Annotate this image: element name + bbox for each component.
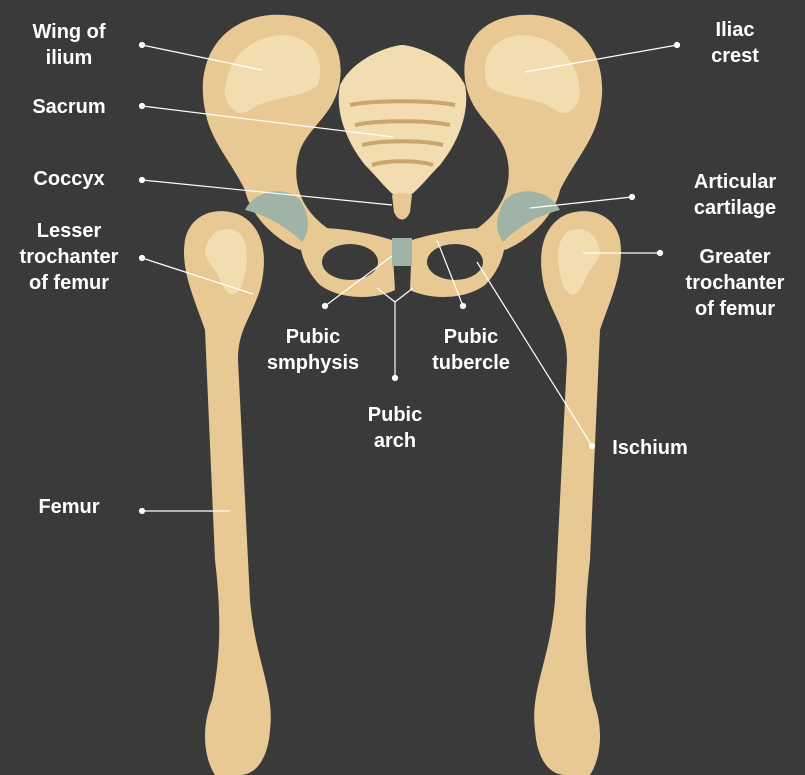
greater-trochanter-dot (658, 251, 663, 256)
label-wing-of-ilium: Wing of ilium (10, 19, 128, 71)
pubic-symphysis-dot (323, 304, 328, 309)
label-pubic-symphysis: Pubic smphysis (252, 324, 374, 376)
right-obturator-foramen (427, 244, 483, 280)
label-coccyx: Coccyx (10, 166, 128, 192)
femur-dot (140, 509, 145, 514)
pubic-symphysis-cartilage (392, 238, 412, 266)
iliac-crest-dot (675, 43, 680, 48)
label-sacrum: Sacrum (10, 94, 128, 120)
label-articular-cartilage: Articular cartilage (670, 169, 800, 221)
label-greater-trochanter: Greater trochanter of femur (668, 244, 802, 322)
coccyx-dot (140, 178, 145, 183)
pubic-tubercle-dot (461, 304, 466, 309)
label-femur: Femur (10, 494, 128, 520)
left-femur (184, 211, 271, 775)
coccyx (392, 193, 412, 220)
sacrum-dot (140, 104, 145, 109)
label-pubic-arch: Pubic arch (340, 402, 450, 454)
left-obturator-foramen (322, 244, 378, 280)
pubic-arch-dot (393, 376, 398, 381)
label-ischium: Ischium (600, 435, 700, 461)
label-iliac-crest: Iliac crest (685, 17, 785, 69)
wing-of-ilium-dot (140, 43, 145, 48)
label-pubic-tubercle: Pubic tubercle (412, 324, 530, 376)
articular-cartilage-dot (630, 195, 635, 200)
ischium-dot (590, 444, 595, 449)
right-femur (534, 211, 621, 775)
label-lesser-trochanter: Lesser trochanter of femur (4, 218, 134, 296)
pubic-arch-leader-right (395, 288, 413, 302)
lesser-trochanter-dot (140, 256, 145, 261)
